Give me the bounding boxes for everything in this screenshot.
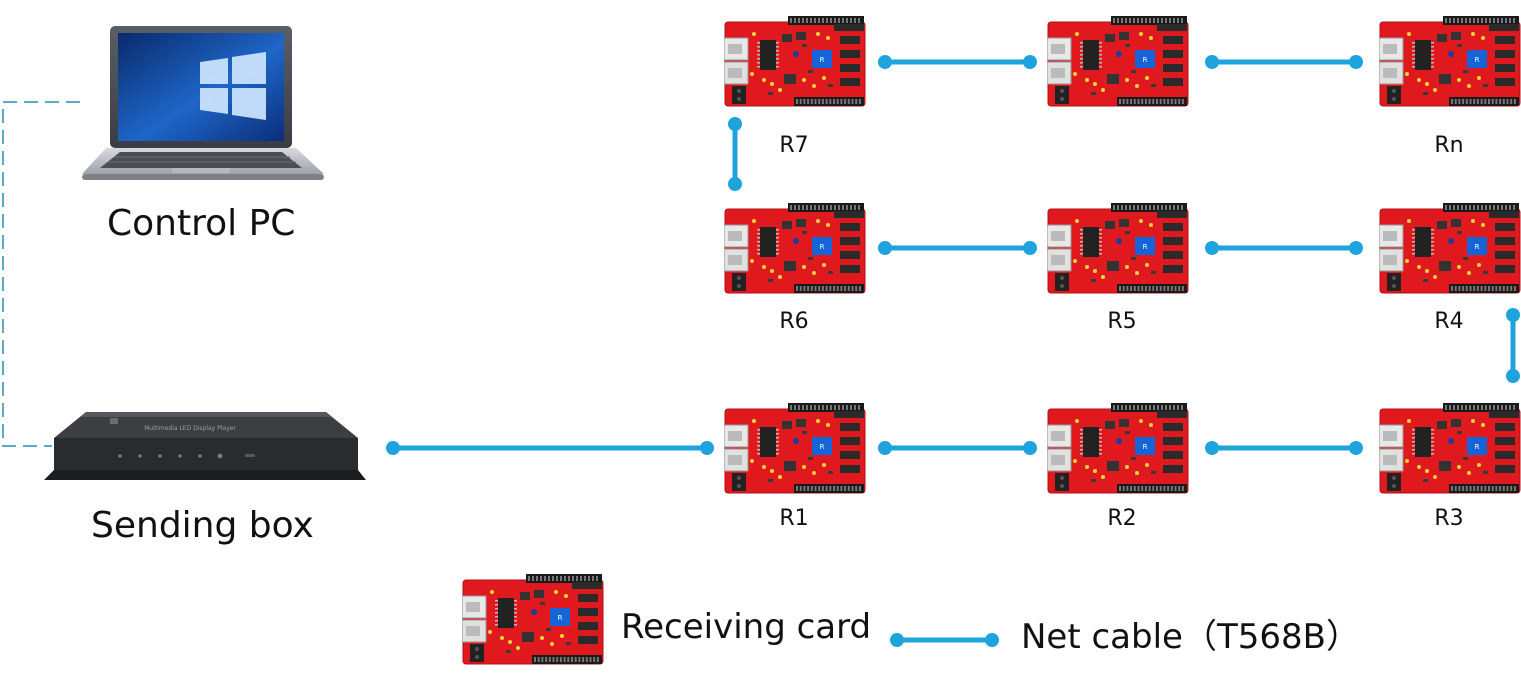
- cable-r4-r5: [1205, 241, 1363, 255]
- legend-cable-symbol: [890, 633, 999, 647]
- cable-r7-r8: [878, 55, 1037, 69]
- cable-r3-r4: [1506, 308, 1520, 383]
- sending-box-icon: Multimedia LED Display Player: [44, 412, 366, 480]
- receiving-card-label-r3: R3: [1434, 506, 1464, 531]
- cable-r8-rn: [1205, 55, 1363, 69]
- cable-r6-r7: [728, 117, 742, 191]
- sending-box-faceplate-text: Multimedia LED Display Player: [144, 425, 236, 432]
- control-pc-label: Control PC: [107, 203, 296, 244]
- svg-text:R: R: [1475, 443, 1480, 451]
- laptop-icon: [82, 26, 324, 180]
- receiving-card-r4: R: [1379, 201, 1521, 295]
- svg-text:R: R: [558, 614, 563, 622]
- receiving-card-r7: R: [724, 14, 866, 108]
- receiving-card-r5: R: [1047, 201, 1189, 295]
- receiving-card-r2: R: [1047, 401, 1189, 495]
- receiving-card-label-r6: R6: [779, 309, 809, 334]
- receiving-card-label-r4: R4: [1434, 309, 1464, 334]
- svg-text:R: R: [820, 443, 825, 451]
- cable-r2-r3: [1205, 441, 1363, 455]
- legend-net-cable-label: Net cable（T568B）: [1021, 617, 1360, 657]
- svg-text:R: R: [1475, 243, 1480, 251]
- svg-text:R: R: [1143, 443, 1148, 451]
- svg-text:R: R: [1475, 56, 1480, 64]
- receiving-card-label-r1: R1: [779, 506, 809, 531]
- cable-r1-r2: [878, 441, 1037, 455]
- receiving-card-label-r5: R5: [1107, 309, 1137, 334]
- cable-sending-box-r1: [386, 441, 714, 455]
- svg-text:R: R: [1143, 56, 1148, 64]
- receiving-card-label-rn: Rn: [1434, 133, 1464, 158]
- receiving-card-r8: R: [1047, 14, 1189, 108]
- svg-text:R: R: [820, 56, 825, 64]
- legend-receiving-card-label: Receiving card: [621, 607, 872, 647]
- receiving-card-rn: R: [1379, 14, 1521, 108]
- svg-text:R: R: [820, 243, 825, 251]
- sending-box-label: Sending box: [91, 505, 314, 546]
- receiving-card-r1: R: [724, 401, 866, 495]
- receiving-card-r6: R: [724, 201, 866, 295]
- receiving-card-r3: R: [1379, 401, 1521, 495]
- svg-text:R: R: [1143, 243, 1148, 251]
- legend-receiving-card-icon: R: [462, 572, 604, 666]
- cable-r5-r6: [878, 241, 1037, 255]
- dashed-link-pc-to-sending-box: [2, 101, 80, 447]
- receiving-card-label-r7: R7: [779, 133, 809, 158]
- receiving-card-label-r2: R2: [1107, 506, 1137, 531]
